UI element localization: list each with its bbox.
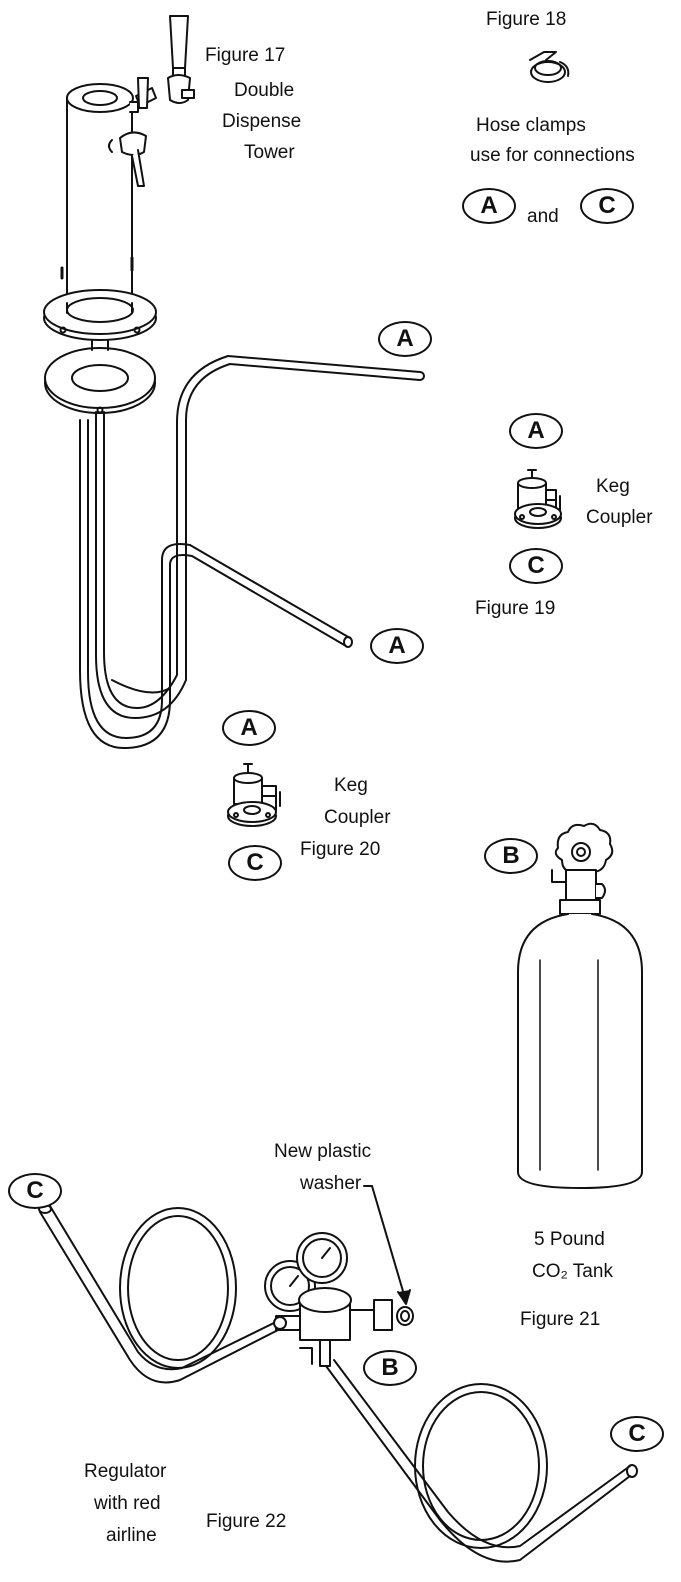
figure-19-caption: Figure 19 (475, 598, 556, 619)
figure-21-caption: Figure 21 (520, 1309, 601, 1330)
label-c-regulator-left: C (8, 1173, 62, 1209)
figure-17-line2: Dispense (222, 111, 302, 132)
label-a-hose-lower: A (370, 628, 424, 664)
figure-22-line1: Regulator (84, 1461, 167, 1482)
label-c-coupler-20: C (228, 845, 282, 881)
keg-coupler-bottom (227, 763, 281, 827)
label-a-clamp: A (462, 188, 516, 224)
figure-20-line1: Keg (334, 775, 368, 796)
figure-22-line3: airline (106, 1525, 157, 1546)
tower-hoses (79, 355, 425, 749)
hose-clamp (529, 51, 570, 83)
figure-21-line2: CO₂ Tank (532, 1261, 613, 1282)
figure-20-line2: Coupler (324, 807, 391, 828)
figure-17-caption: Figure 17 (205, 45, 286, 66)
regulator-assembly (38, 1204, 638, 1563)
figure-18-line2: use for connections (470, 145, 635, 166)
figure-18-line1: Hose clamps (476, 115, 586, 136)
washer-note-line2: washer (300, 1173, 362, 1194)
label-b-tank: B (484, 838, 538, 874)
label-a-coupler-19: A (509, 413, 563, 449)
figure-22-line2: with red (94, 1493, 161, 1514)
washer-pointer-arrow (363, 1185, 411, 1305)
label-c-clamp: C (580, 188, 634, 224)
washer-note-line1: New plastic (274, 1141, 372, 1162)
label-a-hose-upper: A (378, 321, 432, 357)
label-c-regulator-right: C (610, 1416, 664, 1452)
figure-20-caption: Figure 20 (300, 839, 381, 860)
figure-18-caption: Figure 18 (486, 9, 567, 30)
figure-18-joiner: and (527, 206, 559, 227)
label-a-coupler-20: A (222, 710, 276, 746)
figure-22-caption: Figure 22 (206, 1511, 287, 1532)
figure-17-line1: Double (234, 80, 295, 101)
figure-17-line3: Tower (244, 142, 295, 163)
label-b-regulator: B (363, 1350, 417, 1386)
figure-19-line1: Keg (596, 476, 630, 497)
figure-21-line1: 5 Pound (534, 1229, 605, 1250)
double-dispense-tower (43, 15, 195, 414)
figure-19-line2: Coupler (586, 507, 653, 528)
label-c-coupler-19: C (509, 548, 563, 584)
keg-coupler-top (514, 469, 562, 529)
co2-tank (517, 822, 643, 1189)
